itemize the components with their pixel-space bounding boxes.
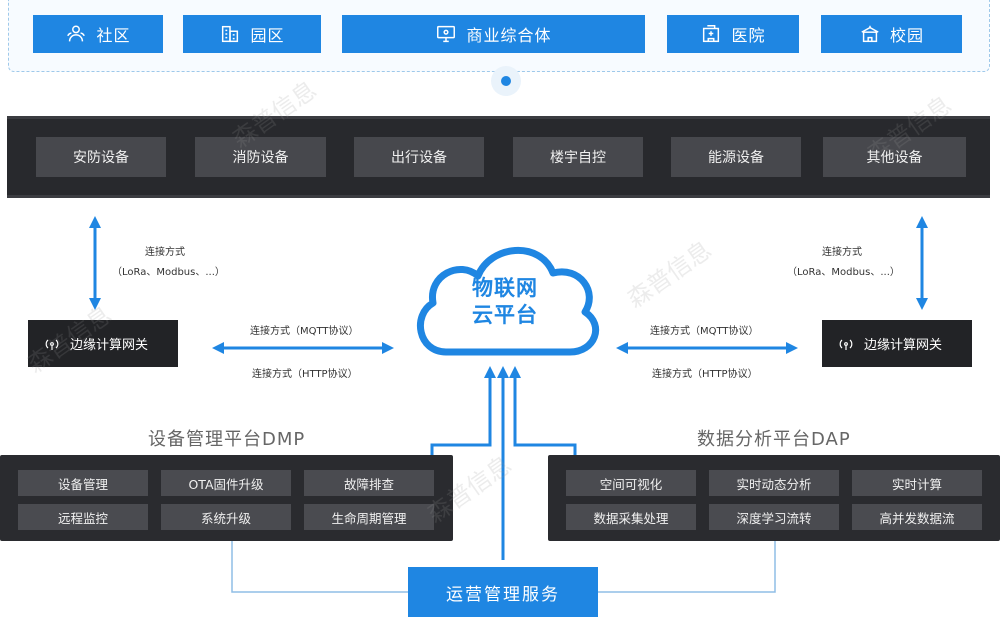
antenna-icon [839, 339, 853, 350]
cloud-line-1: 物联网 [472, 276, 538, 300]
device-building-control[interactable]: 楼宇自控 [513, 137, 643, 177]
dap-data-collection[interactable]: 数据采集处理 [566, 504, 696, 530]
dap-title: 数据分析平台DAP [697, 429, 851, 450]
people-icon [67, 25, 86, 42]
left-connection-line2: （LoRa、Modbus、...） [112, 267, 225, 278]
edge-gateway-left[interactable]: 边缘计算网关 [28, 320, 178, 367]
scenario-park[interactable]: 园区 [183, 15, 321, 53]
dmp-device-management[interactable]: 设备管理 [18, 470, 148, 496]
buildings-icon [222, 25, 239, 43]
ops-link-left [231, 541, 408, 593]
gateway-label: 边缘计算网关 [864, 338, 943, 353]
dap-realtime-dynamic-analysis[interactable]: 实时动态分析 [709, 470, 839, 496]
left-connection-line1: 连接方式 [145, 247, 185, 258]
dmp-troubleshooting[interactable]: 故障排查 [304, 470, 434, 496]
scenario-community[interactable]: 社区 [33, 15, 163, 53]
right-protocol-http: 连接方式（HTTP协议） [652, 369, 758, 380]
right-protocol-mqtt: 连接方式（MQTT协议） [650, 326, 759, 337]
ops-link-right [598, 541, 776, 593]
left-protocol-mqtt: 连接方式（MQTT协议） [250, 326, 359, 337]
scenario-label: 校园 [889, 26, 924, 45]
school-icon [861, 25, 879, 43]
edge-gateway-right[interactable]: 边缘计算网关 [822, 320, 972, 367]
dmp-lifecycle-management[interactable]: 生命周期管理 [304, 504, 434, 530]
device-band [7, 116, 990, 198]
dmp-remote-monitoring[interactable]: 远程监控 [18, 504, 148, 530]
scenario-campus[interactable]: 校园 [821, 15, 962, 53]
operations-management-service[interactable]: 运营管理服务 [408, 567, 598, 617]
right-connection-line1: 连接方式 [822, 247, 862, 258]
dap-deep-learning-flow[interactable]: 深度学习流转 [709, 504, 839, 530]
scenario-label: 医院 [731, 26, 766, 45]
scenario-label: 园区 [250, 26, 285, 45]
device-travel[interactable]: 出行设备 [354, 137, 484, 177]
scenario-label: 社区 [96, 26, 131, 45]
scenario-commercial-complex[interactable]: 商业综合体 [342, 15, 645, 53]
antenna-icon [45, 339, 59, 350]
device-energy[interactable]: 能源设备 [671, 137, 801, 177]
dmp-title: 设备管理平台DMP [148, 429, 306, 450]
dap-spatial-visualization[interactable]: 空间可视化 [566, 470, 696, 496]
device-other[interactable]: 其他设备 [823, 137, 966, 177]
right-connection-line2: （LoRa、Modbus、...） [787, 267, 900, 278]
gateway-label: 边缘计算网关 [70, 338, 149, 353]
dmp-ota-upgrade[interactable]: OTA固件升级 [161, 470, 291, 496]
scenario-hospital[interactable]: 医院 [667, 15, 799, 53]
dap-high-concurrency-stream[interactable]: 高并发数据流 [852, 504, 982, 530]
device-fire[interactable]: 消防设备 [195, 137, 326, 177]
cloud-platform-label: 物联网 云平台 [440, 275, 570, 329]
dmp-system-upgrade[interactable]: 系统升级 [161, 504, 291, 530]
scenario-label: 商业综合体 [466, 26, 552, 45]
hospital-icon [703, 25, 720, 43]
cloud-line-2: 云平台 [472, 303, 538, 327]
dap-realtime-computing[interactable]: 实时计算 [852, 470, 982, 496]
left-protocol-http: 连接方式（HTTP协议） [252, 369, 358, 380]
connector-dot [491, 66, 521, 96]
device-security[interactable]: 安防设备 [36, 137, 166, 177]
cloud-shape [416, 246, 600, 356]
monitor-icon [437, 25, 456, 43]
